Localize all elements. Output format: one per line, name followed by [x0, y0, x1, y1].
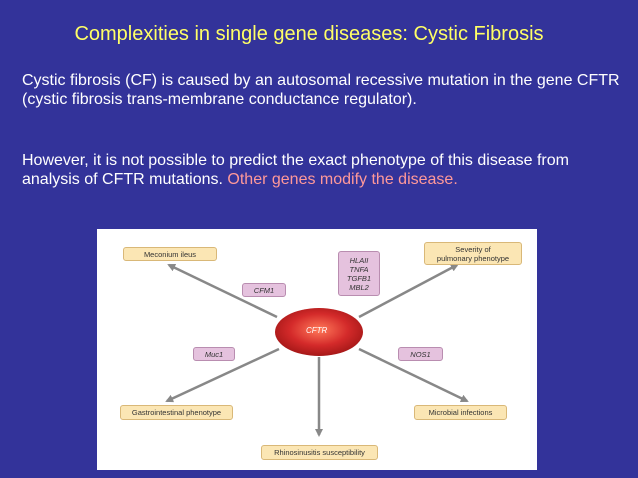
- gene-tgfb1: TGFB1: [346, 273, 372, 283]
- cftr-modifier-diagram: CFTR Meconium ileus Severity of pulmonar…: [97, 229, 537, 470]
- arrow-meconium: [167, 263, 278, 319]
- arrow-pulmonary: [358, 263, 459, 319]
- modifier-paragraph: However, it is not possible to predict t…: [22, 151, 622, 189]
- cftr-label: CFTR: [306, 326, 328, 335]
- gastrointestinal-box: Gastrointestinal phenotype: [120, 405, 233, 420]
- modifier-text: However, it is not possible to predict t…: [22, 152, 569, 188]
- gene-hlaii: HLAII: [349, 255, 369, 265]
- arrow-gastro: [165, 347, 280, 403]
- intro-paragraph: Cystic fibrosis (CF) is caused by an aut…: [22, 72, 620, 108]
- arrow-microbial: [358, 347, 469, 403]
- cfm1-gene-box: CFM1: [242, 283, 286, 297]
- muc1-gene-box: Muc1: [193, 347, 235, 361]
- gene-tnfa: TNFA: [349, 264, 369, 274]
- pulmonary-line-2: pulmonary phenotype: [436, 253, 510, 263]
- pulmonary-phenotype-box: Severity of pulmonary phenotype: [424, 242, 522, 265]
- nos1-gene-box: NOS1: [398, 347, 443, 361]
- cftr-node: [275, 308, 363, 356]
- rhinosinusitis-box: Rhinosinusitis susceptibility: [261, 445, 378, 460]
- microbial-infections-box: Microbial infections: [414, 405, 507, 420]
- gene-mbl2: MBL2: [349, 282, 369, 292]
- pulmonary-line-1: Severity of: [455, 244, 491, 254]
- hla-gene-group-box: HLAII TNFA TGFB1 MBL2: [338, 251, 380, 296]
- modifier-highlight: Other genes modify the disease.: [227, 171, 458, 188]
- meconium-ileus-box: Meconium ileus: [123, 247, 217, 261]
- diagram-arrows: [165, 263, 469, 437]
- slide-title: Complexities in single gene diseases: Cy…: [74, 23, 544, 45]
